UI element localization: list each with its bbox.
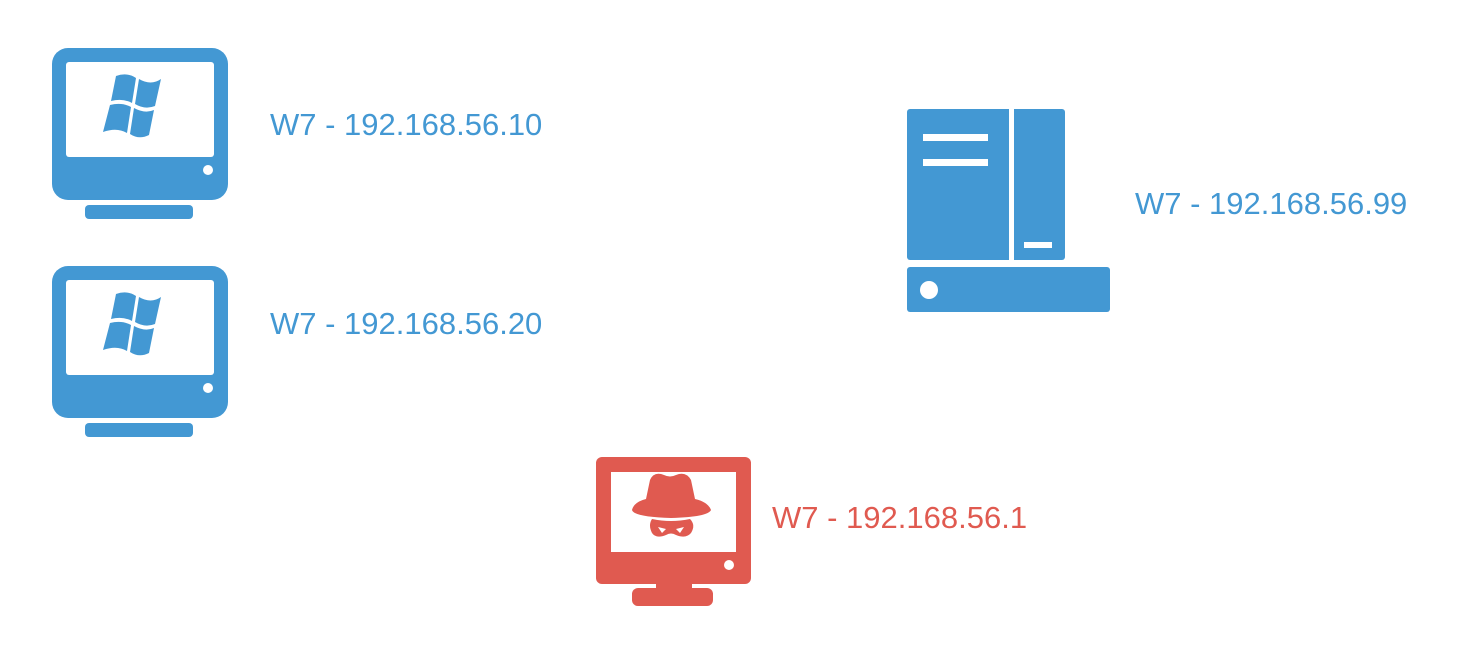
windows-monitor-icon: [52, 48, 228, 219]
node-label: W7 - 192.168.56.99: [1135, 186, 1408, 221]
hacker-monitor-icon: [596, 457, 751, 606]
node-label: W7 - 192.168.56.1: [772, 500, 1028, 535]
node-label: W7 - 192.168.56.10: [270, 107, 543, 142]
windows-monitor-icon: [52, 266, 228, 437]
server-icon: [907, 109, 1110, 312]
node-label: W7 - 192.168.56.20: [270, 306, 543, 341]
